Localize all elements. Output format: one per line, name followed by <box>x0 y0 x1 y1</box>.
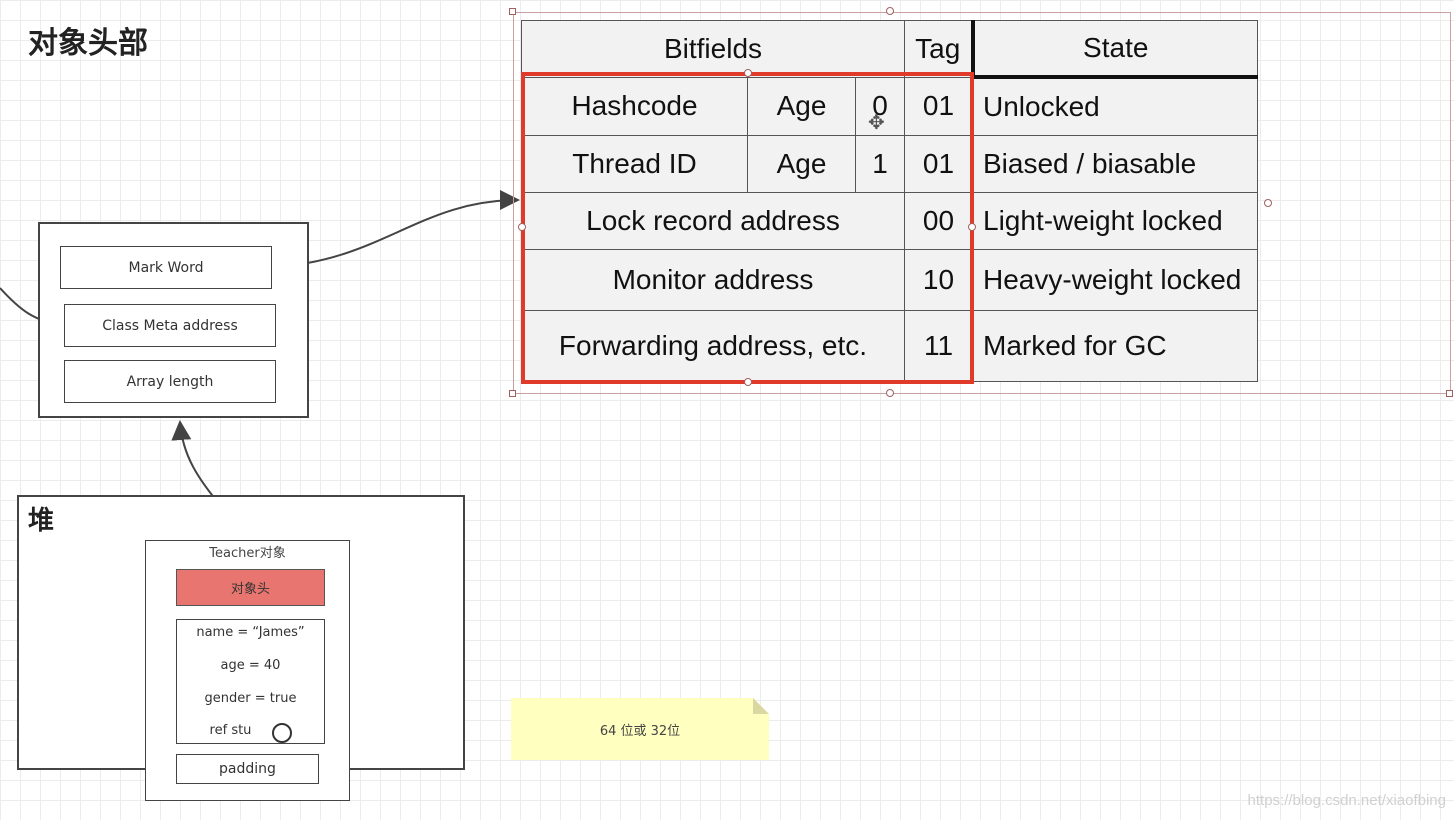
header-state: State <box>972 20 1258 79</box>
move-cursor-icon: ✥ <box>868 110 885 134</box>
highlight-handle-top[interactable] <box>744 69 752 77</box>
row-heavyweight-state: Heavy-weight locked <box>972 249 1258 311</box>
array-length-label: Array length <box>126 373 214 390</box>
selection-handle-right[interactable] <box>1264 199 1272 207</box>
class-meta-address-field[interactable]: Class Meta address <box>64 304 276 347</box>
selection-handle-br[interactable] <box>1446 390 1453 397</box>
markword-connector <box>271 190 520 268</box>
instance-data-block[interactable]: name = “James” age = 40 gender = true re… <box>176 619 325 744</box>
selection-handle-bottom[interactable] <box>886 389 894 397</box>
property-gender: gender = true <box>204 691 297 706</box>
selection-handle-tl[interactable] <box>509 8 516 15</box>
ref-connector-circle[interactable] <box>272 723 292 743</box>
selection-handle-bl[interactable] <box>509 390 516 397</box>
row-biased-state: Biased / biasable <box>972 135 1258 193</box>
property-age: age = 40 <box>220 658 281 673</box>
padding-block[interactable]: padding <box>176 754 319 784</box>
heap-title: 堆 <box>28 506 55 536</box>
teacher-object-title: Teacher对象 <box>209 546 286 561</box>
selection-frame <box>513 12 1451 394</box>
watermark: https://blog.csdn.net/xiaofbing <box>1247 792 1446 809</box>
row-lightweight-tag: 00 <box>904 192 973 250</box>
highlight-handle-bottom[interactable] <box>744 378 752 386</box>
property-ref: ref stu <box>209 723 252 738</box>
selection-handle-top[interactable] <box>886 7 894 15</box>
page-title: 对象头部 <box>28 26 148 61</box>
header-tag: Tag <box>904 20 975 78</box>
row-unlocked-age: Age <box>747 76 856 136</box>
row-biased-tag: 01 <box>904 135 973 193</box>
row-biased-field: Thread ID <box>521 135 748 193</box>
highlight-rectangle[interactable] <box>521 72 974 384</box>
sticky-note-text: 64 位或 32位 <box>599 723 681 739</box>
object-header-label: 对象头 <box>230 582 270 597</box>
sticky-note[interactable]: 64 位或 32位 <box>511 698 769 760</box>
row-heavyweight-tag: 10 <box>904 249 973 311</box>
row-lightweight-state: Light-weight locked <box>972 192 1258 250</box>
row-biased-age: Age <box>747 135 856 193</box>
mark-word-table: Bitfields Tag State Hashcode Age 0 01 Un… <box>521 20 1258 382</box>
class-meta-address-label: Class Meta address <box>102 317 238 334</box>
header-bitfields: Bitfields <box>521 20 905 78</box>
row-gc-state: Marked for GC <box>972 310 1258 382</box>
highlight-handle-left[interactable] <box>518 223 526 231</box>
row-unlocked-tag: 01 <box>904 76 973 136</box>
mark-word-field[interactable]: Mark Word <box>60 246 272 289</box>
highlight-handle-right[interactable] <box>968 223 976 231</box>
row-unlocked-state: Unlocked <box>972 76 1258 136</box>
row-unlocked-field: Hashcode <box>521 76 748 136</box>
property-name: name = “James” <box>196 625 305 640</box>
row-heavyweight-field: Monitor address <box>521 249 905 311</box>
array-length-field[interactable]: Array length <box>64 360 276 403</box>
row-unlocked-bit: 0 <box>855 76 905 136</box>
mark-word-label: Mark Word <box>128 259 204 276</box>
object-header-block[interactable]: 对象头 <box>176 569 325 606</box>
padding-label: padding <box>219 761 276 777</box>
row-lightweight-field: Lock record address <box>521 192 905 250</box>
